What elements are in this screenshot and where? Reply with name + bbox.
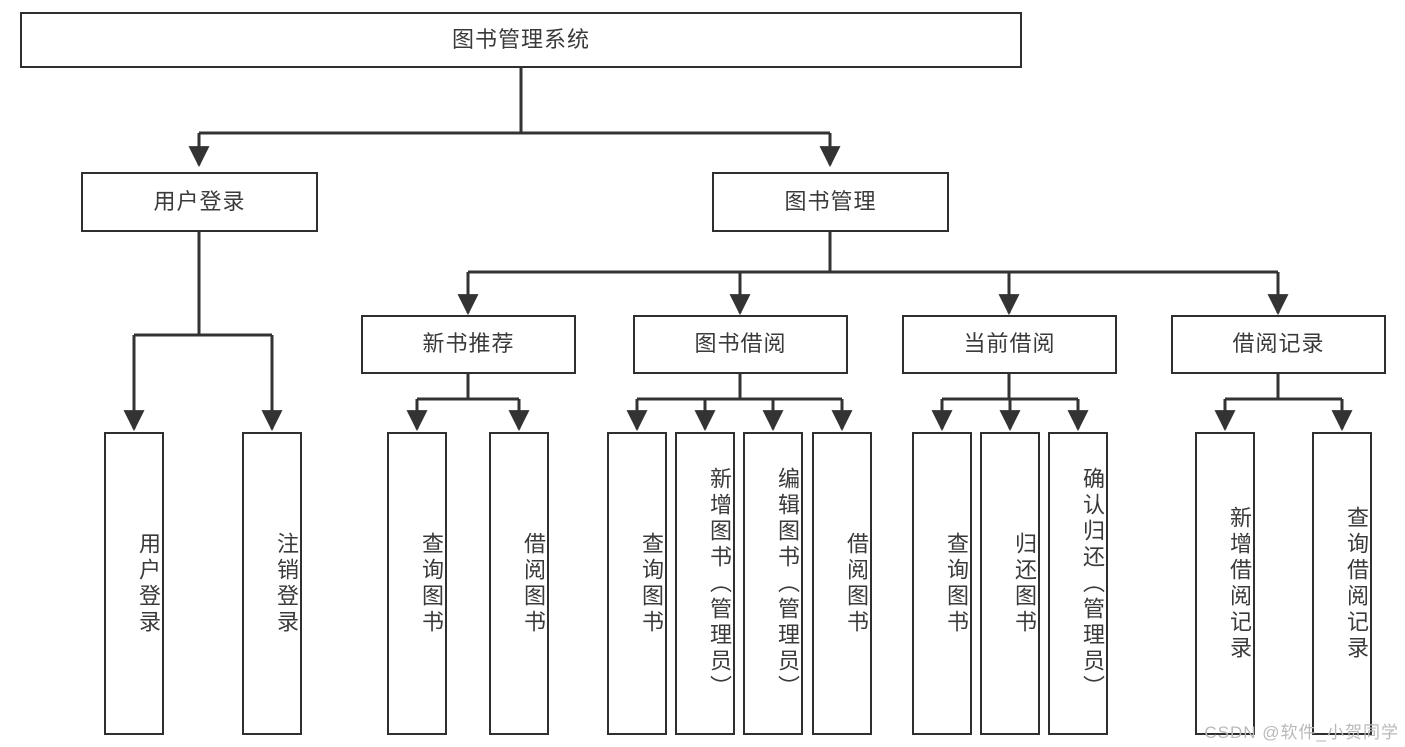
- node-leaf-return-book[interactable]: 归还图书: [980, 432, 1040, 735]
- node-book-borrow[interactable]: 图书借阅: [633, 315, 848, 374]
- node-leaf-query-book-2[interactable]: 查询图书: [607, 432, 667, 735]
- node-borrow-record[interactable]: 借阅记录: [1171, 315, 1386, 374]
- node-label: 用户登录: [136, 531, 161, 636]
- node-root-book-management-system[interactable]: 图书管理系统: [20, 12, 1022, 68]
- node-leaf-query-record[interactable]: 查询借阅记录: [1312, 432, 1372, 735]
- node-new-book-recommend[interactable]: 新书推荐: [361, 315, 576, 374]
- node-leaf-query-book-3[interactable]: 查询图书: [912, 432, 972, 735]
- node-leaf-user-login[interactable]: 用户登录: [104, 432, 164, 735]
- node-label: 借阅图书: [521, 531, 546, 636]
- node-label: 当前借阅: [963, 331, 1056, 357]
- node-label: 新书推荐: [422, 331, 515, 357]
- node-label: 查询借阅记录: [1344, 505, 1369, 662]
- node-label: 查询图书: [639, 531, 664, 636]
- node-label: 图书管理: [784, 188, 877, 214]
- node-label: 借阅图书: [844, 531, 869, 636]
- node-label: 查询图书: [944, 531, 969, 636]
- watermark-text: CSDN @软件_小贺同学: [1204, 723, 1399, 742]
- node-leaf-confirm-return[interactable]: 确认归还（管理员）: [1048, 432, 1108, 735]
- node-label: 用户登录: [153, 188, 246, 214]
- node-label: 图书管理系统: [451, 26, 590, 52]
- node-current-borrow[interactable]: 当前借阅: [902, 315, 1117, 374]
- node-label: 借阅记录: [1232, 331, 1325, 357]
- node-label: 图书借阅: [694, 331, 787, 357]
- node-label: 查询图书: [419, 531, 444, 636]
- node-user-login[interactable]: 用户登录: [81, 172, 318, 232]
- node-label: 编辑图书（管理员）: [775, 466, 800, 701]
- node-label: 确认归还（管理员）: [1080, 466, 1105, 701]
- node-leaf-query-book-1[interactable]: 查询图书: [387, 432, 447, 735]
- node-leaf-edit-book[interactable]: 编辑图书（管理员）: [743, 432, 803, 735]
- node-leaf-borrow-book-1[interactable]: 借阅图书: [489, 432, 549, 735]
- node-book-management[interactable]: 图书管理: [712, 172, 949, 232]
- node-leaf-logout[interactable]: 注销登录: [242, 432, 302, 735]
- node-leaf-add-record[interactable]: 新增借阅记录: [1195, 432, 1255, 735]
- node-label: 注销登录: [274, 531, 299, 636]
- node-leaf-borrow-book-2[interactable]: 借阅图书: [812, 432, 872, 735]
- node-label: 新增借阅记录: [1227, 505, 1252, 662]
- node-leaf-add-book[interactable]: 新增图书（管理员）: [675, 432, 735, 735]
- node-label: 归还图书: [1012, 531, 1037, 636]
- node-label: 新增图书（管理员）: [707, 466, 732, 701]
